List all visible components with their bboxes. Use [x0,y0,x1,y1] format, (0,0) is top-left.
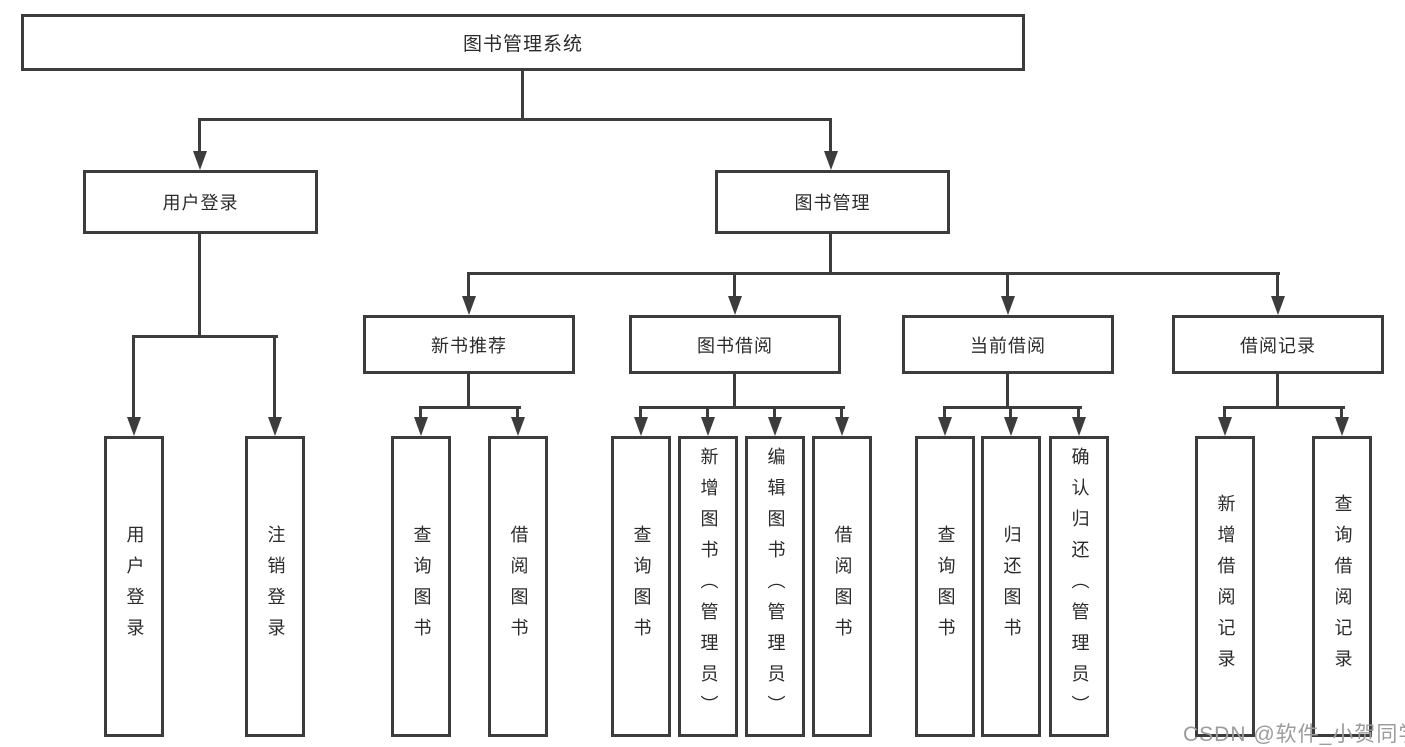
connector-line [1340,406,1343,420]
connector-line [198,118,832,121]
arrow-down-icon [1218,417,1232,436]
connector-line [829,234,832,275]
leaf-user-login: 用户登录 [104,436,164,737]
connector-line [733,374,736,409]
connector-line [132,335,278,338]
leaf-borrow-book: 借阅图书 [812,436,872,737]
connector-line [1276,374,1279,409]
connector-line [639,406,845,409]
leaf-current-query-books: 查询图书 [915,436,975,737]
connector-line [1223,406,1226,420]
node-borrow-records-label: 借阅记录 [1240,335,1316,356]
arrow-down-icon [1072,417,1086,436]
arrow-down-icon [728,296,742,315]
node-root: 图书管理系统 [21,14,1025,71]
connector-line [467,272,470,299]
connector-line [273,335,276,420]
connector-line [516,406,519,420]
leaf-query-borrow-record-label: 查询借阅记录 [1332,493,1353,680]
node-user-login: 用户登录 [83,170,318,234]
leaf-logout-label: 注销登录 [265,524,286,649]
arrow-down-icon [511,417,525,436]
node-root-label: 图书管理系统 [462,34,583,55]
connector-line [1006,374,1009,409]
arrow-down-icon [1001,296,1015,315]
arrow-down-icon [1335,417,1349,436]
arrow-down-icon [835,417,849,436]
leaf-recommend-borrow-books: 借阅图书 [488,436,548,737]
leaf-return-books-label: 归还图书 [1001,524,1022,649]
node-book-management-label: 图书管理 [794,193,871,213]
connector-line [521,70,524,118]
connector-line [1077,406,1080,420]
node-book-borrowing: 图书借阅 [629,315,841,374]
leaf-return-books: 归还图书 [981,436,1041,737]
leaf-add-borrow-record-label: 新增借阅记录 [1215,493,1236,680]
connector-line [1276,272,1279,299]
node-current-borrowing: 当前借阅 [902,315,1114,374]
leaf-query-borrow-record: 查询借阅记录 [1312,436,1372,737]
connector-line [467,272,1280,275]
connector-line [467,374,470,409]
node-new-book-recommend-label: 新书推荐 [431,335,507,356]
leaf-current-query-books-label: 查询图书 [935,524,956,649]
connector-line [943,406,946,420]
connector-line [132,335,135,420]
connector-line [829,118,832,154]
arrow-down-icon [414,417,428,436]
arrow-down-icon [1004,417,1018,436]
leaf-borrow-book-label: 借阅图书 [832,524,853,649]
leaf-add-book-admin: 新增图书（管理员） [678,436,738,737]
node-new-book-recommend: 新书推荐 [363,315,575,374]
arrow-down-icon [1271,296,1285,315]
leaf-user-login-label: 用户登录 [124,524,145,649]
connector-line [1009,406,1012,420]
arrow-down-icon [268,417,282,436]
node-book-borrowing-label: 图书借阅 [697,335,773,356]
leaf-confirm-return-admin-label: 确认归还（管理员） [1069,447,1090,726]
leaf-borrowing-query-books-label: 查询图书 [631,524,652,649]
node-borrow-records: 借阅记录 [1172,315,1384,374]
leaf-logout: 注销登录 [245,436,305,737]
node-book-management: 图书管理 [715,170,950,234]
arrow-down-icon [701,417,715,436]
connector-line [198,118,201,154]
node-user-login-label: 用户登录 [162,193,239,213]
connector-line [419,406,422,420]
leaf-edit-book-admin-label: 编辑图书（管理员） [765,447,786,726]
leaf-edit-book-admin: 编辑图书（管理员） [745,436,805,737]
arrow-down-icon [824,151,838,170]
arrow-down-icon [938,417,952,436]
connector-line [198,234,201,338]
connector-line [1223,406,1345,409]
arrow-down-icon [768,417,782,436]
arrow-down-icon [462,296,476,315]
leaf-add-borrow-record: 新增借阅记录 [1195,436,1255,737]
connector-line [733,272,736,299]
leaf-recommend-query-books-label: 查询图书 [411,524,432,649]
leaf-add-book-admin-label: 新增图书（管理员） [698,447,719,726]
csdn-watermark: CSDN @软件_小贺同学 [1183,723,1405,746]
connector-line [943,406,1082,409]
connector-line [1006,272,1009,299]
arrow-down-icon [193,151,207,170]
node-current-borrowing-label: 当前借阅 [970,335,1046,356]
arrow-down-icon [634,417,648,436]
leaf-recommend-borrow-books-label: 借阅图书 [508,524,529,649]
leaf-confirm-return-admin: 确认归还（管理员） [1049,436,1109,737]
connector-line [419,406,521,409]
connector-line [706,406,709,420]
arrow-down-icon [127,417,141,436]
leaf-recommend-query-books: 查询图书 [391,436,451,737]
leaf-borrowing-query-books: 查询图书 [611,436,671,737]
connector-line [840,406,843,420]
connector-line [639,406,642,420]
connector-line [773,406,776,420]
